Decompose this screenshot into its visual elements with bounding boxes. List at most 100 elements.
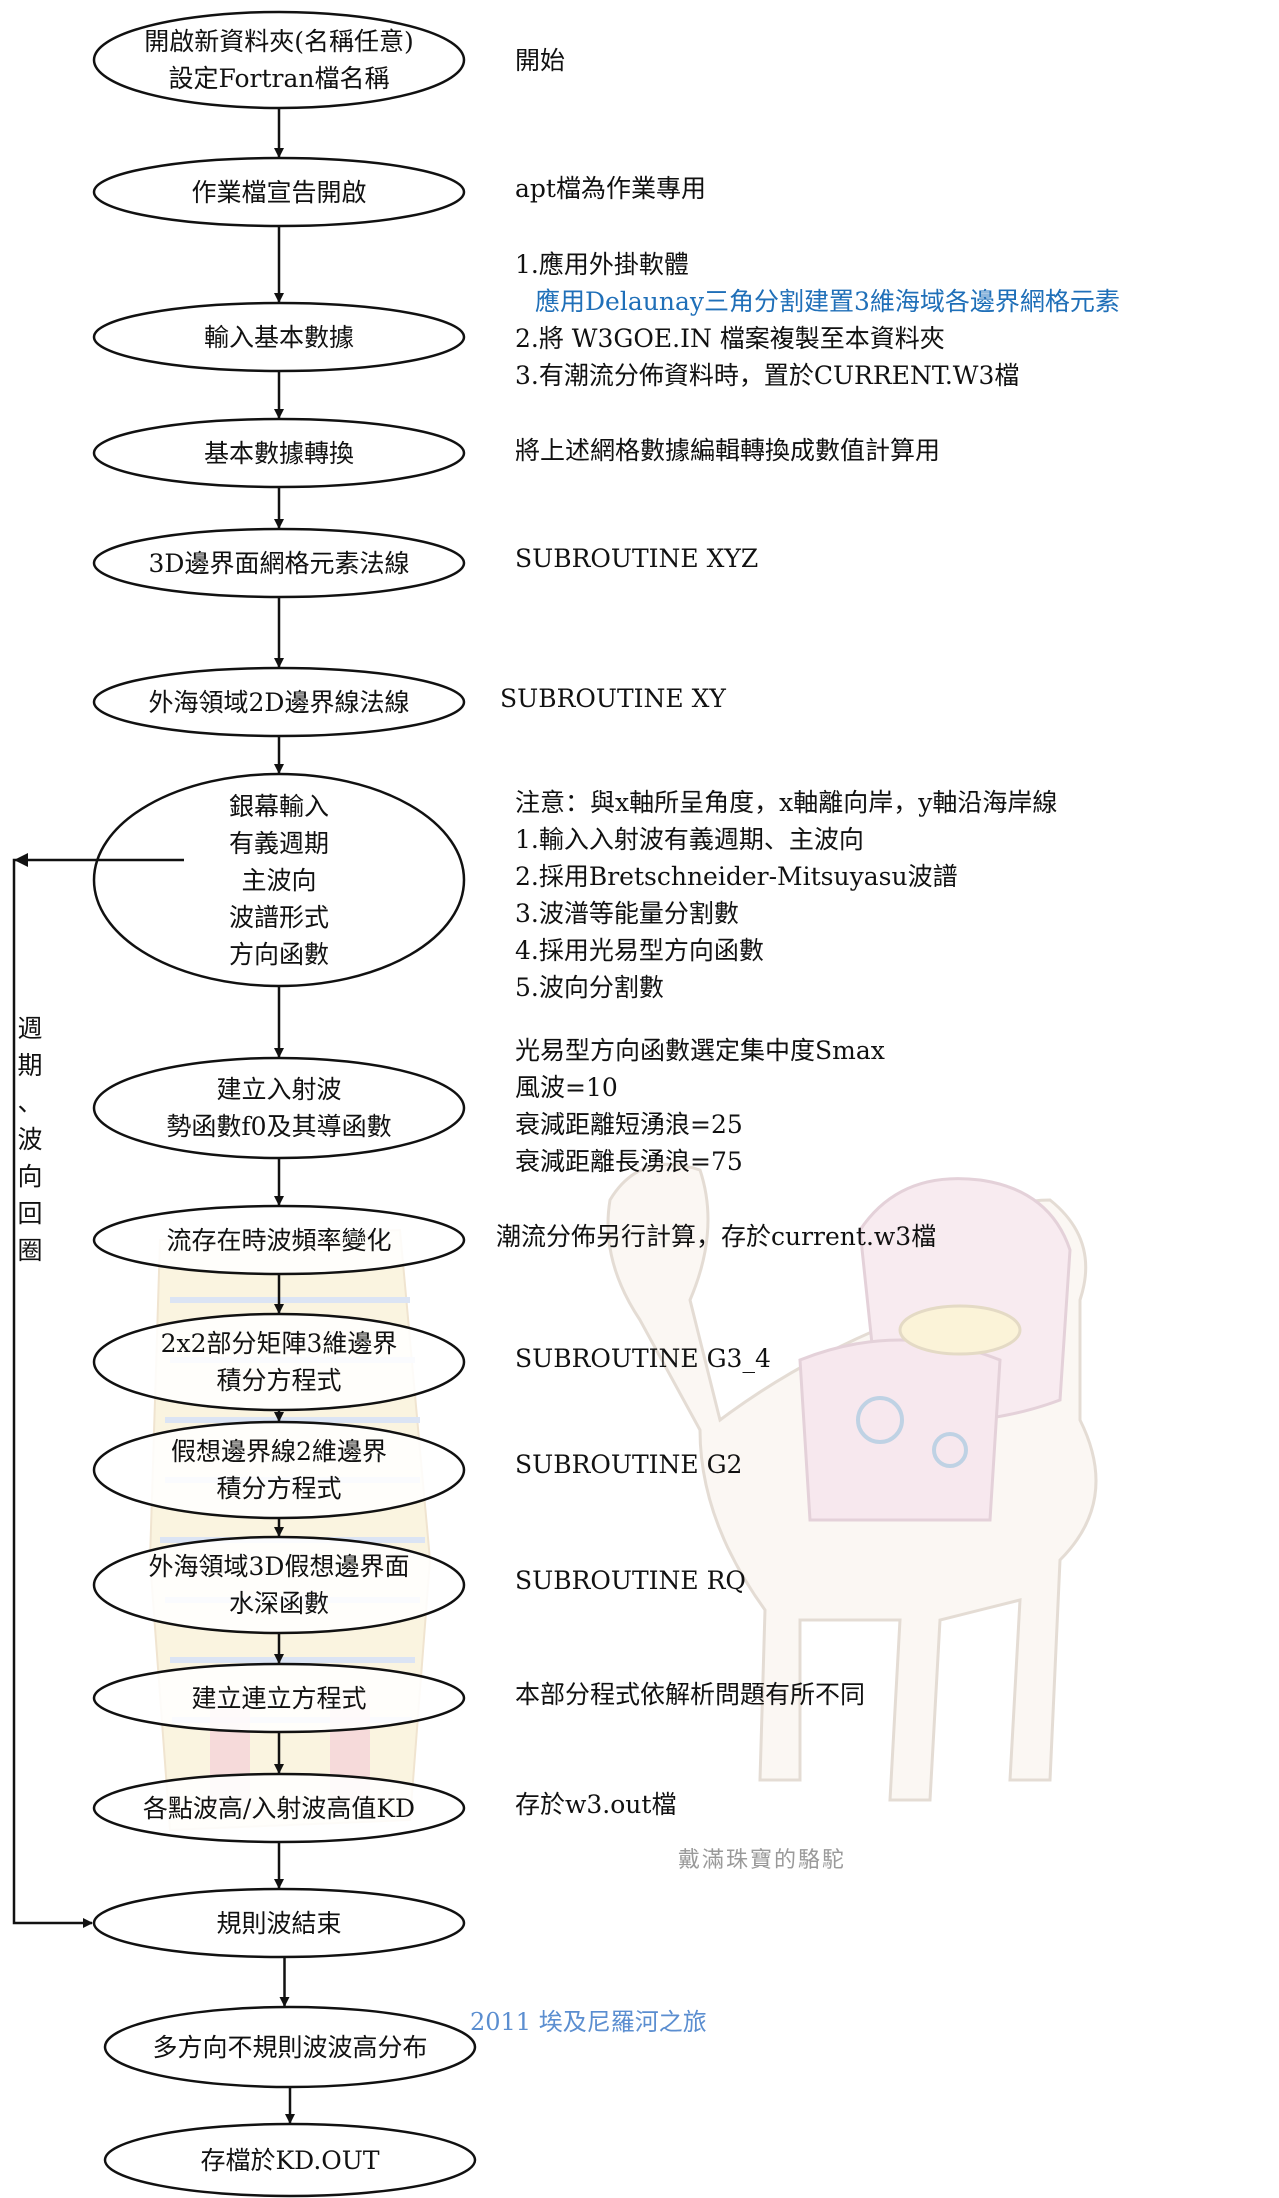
node-label-n9: 流存在時波頻率變化: [94, 1222, 464, 1259]
node-label-line: 勢函數f0及其導函數: [166, 1112, 392, 1141]
node-label-line: 積分方程式: [216, 1474, 342, 1503]
node-label-n13: 建立連立方程式: [94, 1680, 464, 1717]
side-note-note3: 1.應用外掛軟體應用Delaunay三角分割建置3維海域各邊界網格元素 2.將 W…: [515, 246, 1120, 394]
note-line: 存於w3.out檔: [515, 1790, 677, 1819]
camel-caption: 戴滿珠寶的駱駝: [678, 1848, 847, 1873]
note-line: 2.採用Bretschneider-Mitsuyasu波譜: [515, 862, 958, 891]
note-line: 衰減距離短湧浪=25: [515, 1110, 743, 1139]
node-label-line: 開啟新資料夾(名稱任意): [144, 27, 414, 56]
note-line: 本部分程式依解析問題有所不同: [515, 1680, 866, 1709]
flow-nodes: [92, 10, 477, 2198]
side-note-note5: SUBROUTINE XYZ: [515, 540, 758, 577]
note-line: 2.將 W3GOE.IN 檔案複製至本資料夾: [515, 324, 945, 353]
node-label-line: 有義週期: [228, 828, 329, 858]
note-line: 4.採用光易型方向函數: [515, 936, 764, 965]
note-line: SUBROUTINE XYZ: [515, 544, 759, 573]
node-label-n1: 開啟新資料夾(名稱任意) 設定Fortran檔名稱: [94, 23, 464, 97]
node-label-line: 2x2部分矩陣3維邊界: [160, 1329, 398, 1358]
side-note-note4: 將上述網格數據編輯轉換成數值計算用: [515, 432, 940, 469]
node-label-line: 方向函數: [228, 939, 329, 969]
note-line: apt檔為作業專用: [515, 174, 706, 203]
note-line: SUBROUTINE G2: [515, 1450, 743, 1479]
node-label-line: 輸入基本數據: [203, 322, 354, 352]
node-label-n8: 建立入射波勢函數f0及其導函數: [94, 1071, 464, 1145]
side-note-note9: 潮流分佈另行計算，存於current.w3檔: [496, 1218, 936, 1255]
side-note-note10: SUBROUTINE G3_4: [515, 1340, 771, 1377]
node-label-line: 外海領域3D假想邊界面: [148, 1552, 410, 1581]
side-note-note6: SUBROUTINE XY: [500, 680, 726, 717]
note-highlight-line: 應用Delaunay三角分割建置3維海域各邊界網格元素: [535, 287, 1120, 316]
side-note-note14: 存於w3.out檔: [515, 1786, 676, 1823]
note-line: 光易型方向函數選定集中度Smax: [515, 1036, 885, 1065]
node-label-n12: 外海領域3D假想邊界面水深函數: [94, 1548, 464, 1622]
note-line: SUBROUTINE RQ: [515, 1566, 746, 1595]
note-line: 5.波向分割數: [515, 973, 664, 1002]
loop-arrow-head: [14, 853, 28, 867]
node-label-line: 3D邊界面網格元素法線: [148, 548, 410, 578]
loop-label-char: 波: [17, 1125, 43, 1154]
note-line: 風波=10: [515, 1073, 618, 1102]
flow-node-n15: [92, 1887, 466, 1959]
node-label-line: 主波向: [241, 865, 317, 895]
note-line: 衰減距離長湧浪=75: [515, 1147, 743, 1176]
note-line: 1.輸入入射波有義週期、主波向: [515, 825, 864, 854]
loop-label-char: 週: [17, 1014, 43, 1043]
node-label-line: 波譜形式: [228, 902, 329, 932]
side-note-note8: 光易型方向函數選定集中度Smax 風波=10 衰減距離短湧浪=25 衰減距離長湧浪=7…: [515, 1032, 885, 1180]
node-label-n15: 規則波結束: [94, 1905, 464, 1942]
node-label-line: 假想邊界線2維邊界: [171, 1437, 387, 1466]
node-label-n5: 3D邊界面網格元素法線: [94, 545, 464, 582]
side-note-note12: SUBROUTINE RQ: [515, 1562, 746, 1599]
note-line: 注意：與x軸所呈角度，x軸離向岸，y軸沿海岸線: [515, 788, 1058, 817]
node-label-line: 基本數據轉換: [203, 438, 354, 468]
loop-label-char: 圈: [17, 1236, 43, 1265]
node-label-n6: 外海領域2D邊界線法線: [94, 684, 464, 721]
note-line: 潮流分佈另行計算，存於current.w3檔: [496, 1222, 937, 1251]
node-label-line: 作業檔宣告開啟: [191, 177, 367, 207]
flow-connectors: [12, 108, 295, 2124]
flow-node-n17: [103, 2122, 477, 2198]
node-label-line: 存檔於KD.OUT: [200, 2145, 380, 2175]
loop-label-char: 向: [17, 1162, 43, 1191]
side-note-note7: 注意：與x軸所呈角度，x軸離向岸，y軸沿海岸線 1.輸入入射波有義週期、主波向 2.…: [515, 784, 1057, 1006]
node-label-n3: 輸入基本數據: [94, 319, 464, 356]
node-label-line: 外海領域2D邊界線法線: [148, 687, 410, 717]
node-label-line: 水深函數: [228, 1589, 329, 1618]
node-label-n7: 銀幕輸入有義週期主波向波譜形式方向函數: [94, 788, 464, 973]
note-line: 3.波潽等能量分割數: [515, 899, 739, 928]
loop-connector: [12, 858, 184, 1928]
note-line: SUBROUTINE G3_4: [515, 1344, 771, 1373]
node-label-n2: 作業檔宣告開啟: [94, 174, 464, 211]
node-label-n14: 各點波高/入射波高值KD: [94, 1790, 464, 1827]
camel-figure: [606, 1162, 1098, 1802]
side-note-note13: 本部分程式依解析問題有所不同: [515, 1676, 865, 1713]
node-label-line: 各點波高/入射波高值KD: [142, 1793, 416, 1823]
node-label-line: 流存在時波頻率變化: [166, 1225, 392, 1255]
note-line: SUBROUTINE XY: [500, 684, 726, 713]
loop-label-char: 、: [17, 1088, 43, 1117]
note-line: 將上述網格數據編輯轉換成數值計算用: [515, 436, 941, 465]
node-label-n11: 假想邊界線2維邊界積分方程式: [94, 1433, 464, 1507]
note-line: 1.應用外掛軟體: [515, 250, 689, 279]
node-label-n10: 2x2部分矩陣3維邊界積分方程式: [94, 1325, 464, 1399]
side-note-note1: 開始: [515, 42, 565, 79]
trip-caption: 2011 埃及尼羅河之旅: [470, 2008, 707, 2036]
loop-label-char: 期: [17, 1051, 43, 1080]
note-line: 3.有潮流分佈資料時，置於CURRENT.W3檔: [515, 361, 1020, 390]
node-label-n17: 存檔於KD.OUT: [105, 2142, 475, 2179]
node-label-line: 建立連立方程式: [191, 1683, 367, 1713]
node-label-line: 規則波結束: [216, 1908, 342, 1938]
node-label-n16: 多方向不規則波波高分布: [105, 2029, 475, 2066]
node-label-line: 積分方程式: [216, 1366, 342, 1395]
node-label-line: 設定Fortran檔名稱: [168, 64, 390, 93]
note-line: 開始: [515, 46, 566, 75]
loop-label: 週期、波向回圈: [12, 1010, 48, 1269]
side-note-note2: apt檔為作業專用: [515, 170, 706, 207]
node-label-line: 建立入射波: [216, 1075, 342, 1104]
loop-label-char: 回: [17, 1199, 43, 1228]
side-note-note11: SUBROUTINE G2: [515, 1446, 742, 1483]
node-label-line: 銀幕輸入: [228, 791, 329, 821]
node-label-line: 多方向不規則波波高分布: [152, 2032, 428, 2062]
